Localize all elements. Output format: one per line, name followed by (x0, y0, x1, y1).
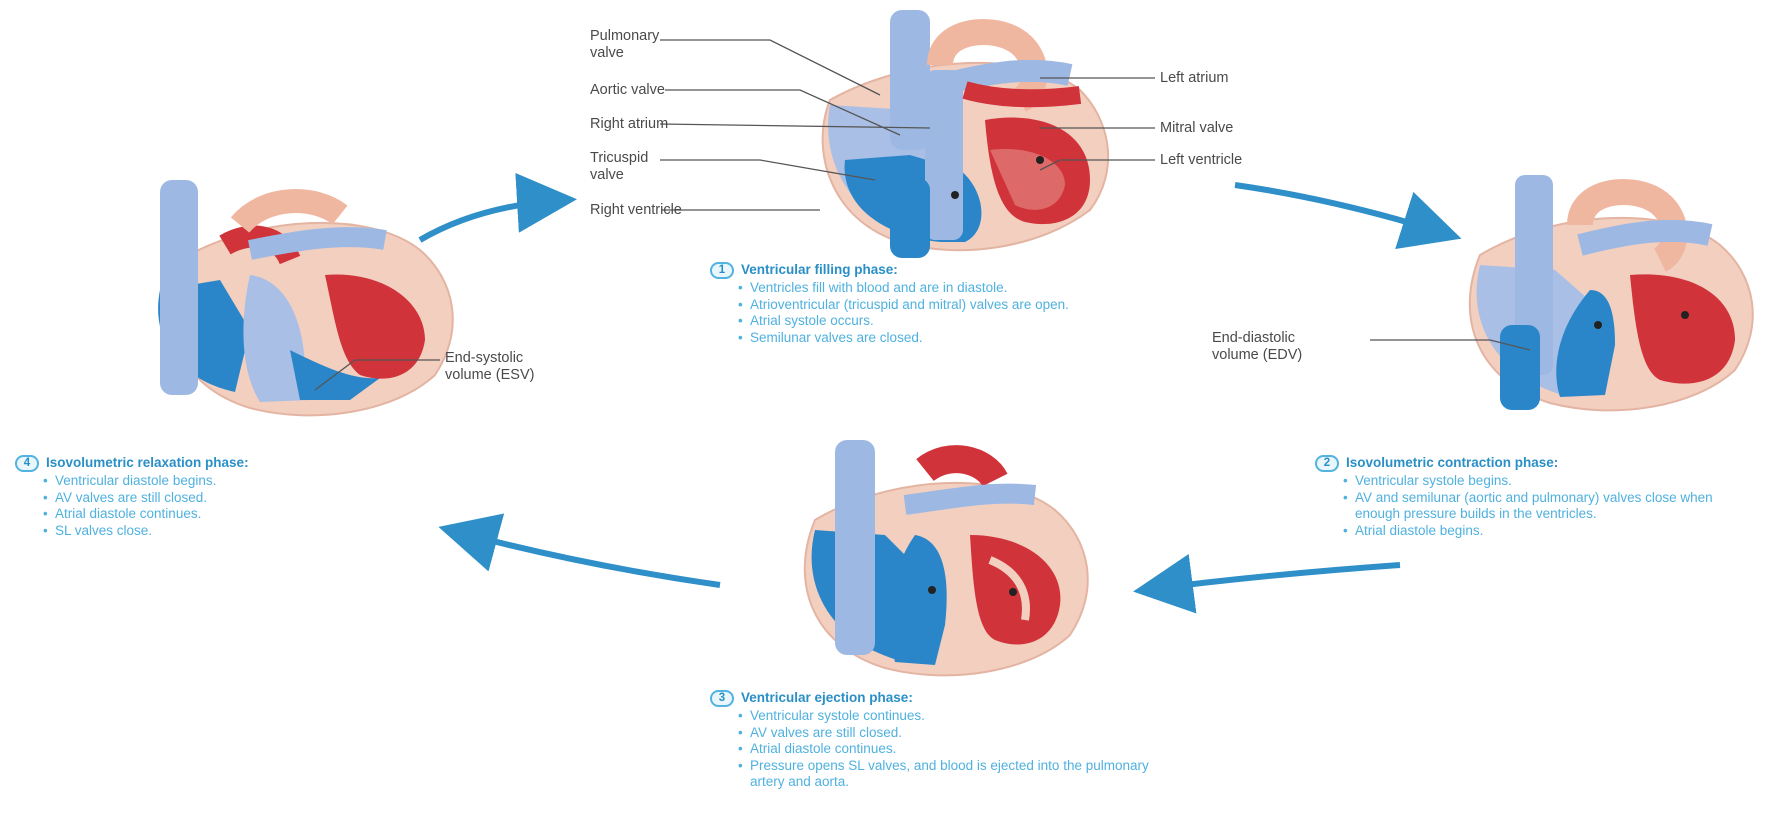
arrow-phase2-to-phase3 (1133, 554, 1401, 614)
phase-4-description: 4 Isovolumetric relaxation phase: Ventri… (15, 455, 455, 539)
phase-bullet: Atrioventricular (tricuspid and mitral) … (738, 297, 1150, 314)
heart-illustration-phase2 (1468, 175, 1754, 412)
phase-bullet: Pressure opens SL valves, and blood is e… (738, 758, 1170, 791)
phase-number-badge: 2 (1315, 455, 1339, 472)
label-right-atrium: Right atrium (590, 116, 669, 132)
phase-bullet: SL valves close. (43, 523, 455, 540)
phase-2-description: 2 Isovolumetric contraction phase: Ventr… (1315, 455, 1735, 539)
phase-bullet: AV and semilunar (aortic and pulmonary) … (1343, 490, 1735, 523)
label-mitral-valve: Mitral valve (1160, 120, 1234, 136)
phase-bullet: Semilunar valves are closed. (738, 330, 1150, 347)
label-left-ventricle: Left ventricle (1160, 152, 1243, 168)
heart-illustration-phase3 (803, 440, 1089, 677)
phase-bullet: Atrial diastole begins. (1343, 523, 1735, 540)
arrow-phase1-to-phase2 (1234, 182, 1462, 250)
phase-bullet: Atrial diastole continues. (43, 506, 455, 523)
phase-bullet: Ventricular systole continues. (738, 708, 1170, 725)
phase-bullet: AV valves are still closed. (738, 725, 1170, 742)
phase-number-badge: 3 (710, 690, 734, 707)
phase-bullet: Atrial systole occurs. (738, 313, 1150, 330)
phase-title: Ventricular filling phase: (741, 262, 898, 277)
label-end-systolic-volume: End-systolic volume (ESV) (445, 350, 535, 383)
phase-1-description: 1 Ventricular filling phase: Ventricles … (710, 262, 1150, 346)
phase-bullet: Atrial diastole continues. (738, 741, 1170, 758)
heart-illustration-phase4 (158, 180, 454, 417)
phase-title: Ventricular ejection phase: (741, 690, 913, 705)
heart-illustration-phase1 (821, 10, 1110, 258)
phase-title: Isovolumetric relaxation phase: (46, 455, 249, 470)
phase-bullet: AV valves are still closed. (43, 490, 455, 507)
label-end-diastolic-volume: End-diastolic volume (EDV) (1212, 330, 1303, 363)
label-pulmonary-valve: Pulmonary valve (590, 28, 660, 61)
phase-3-description: 3 Ventricular ejection phase: Ventricula… (710, 690, 1170, 791)
phase-bullet: Ventricular diastole begins. (43, 473, 455, 490)
phase-number-badge: 1 (710, 262, 734, 279)
label-tricuspid-valve: Tricuspid valve (590, 150, 649, 183)
arrow-phase3-to-phase4 (438, 513, 721, 588)
arrow-phase4-to-phase1 (418, 172, 577, 243)
phase-number-badge: 4 (15, 455, 39, 472)
phase-bullet: Ventricles fill with blood and are in di… (738, 280, 1150, 297)
phase-bullet: Ventricular systole begins. (1343, 473, 1735, 490)
phase-title: Isovolumetric contraction phase: (1346, 455, 1559, 470)
label-right-ventricle: Right ventricle (590, 202, 682, 218)
label-left-atrium: Left atrium (1160, 70, 1229, 86)
label-aortic-valve: Aortic valve (590, 82, 665, 98)
